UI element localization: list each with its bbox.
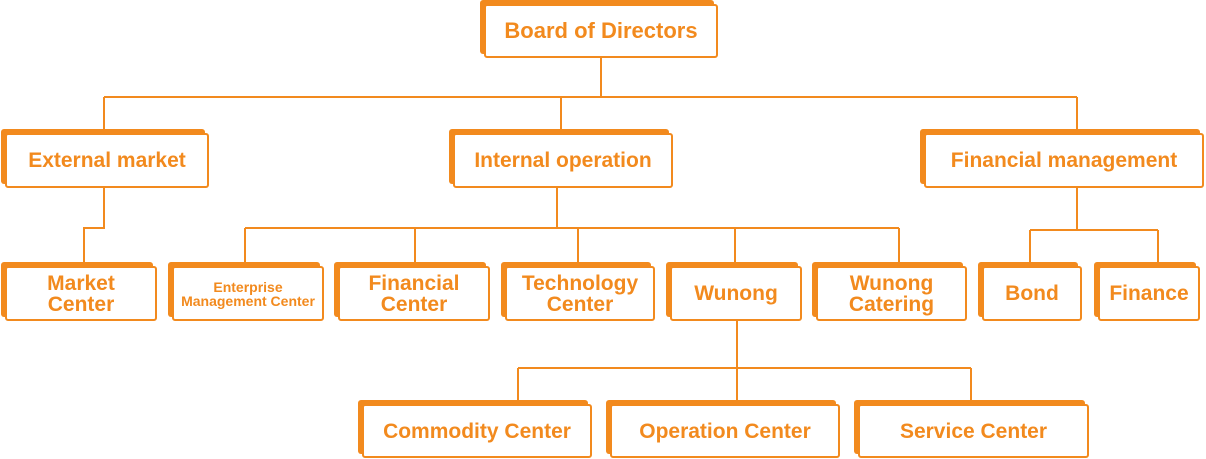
node-wunong-catering: Wunong Catering [816,266,967,321]
connector-external [83,188,105,266]
node-board-of-directors: Board of Directors [484,4,718,58]
node-label: Finance [1109,282,1189,305]
node-label: Bond [1005,282,1059,305]
node-label: Wunong [694,282,778,305]
node-technology-center: Technology Center [505,266,655,321]
node-label: Financial Center [368,271,460,316]
node-enterprise-management-center: Enterprise Management Center [172,266,324,321]
node-label: Technology Center [521,271,639,316]
node-label: Operation Center [639,419,811,443]
node-label: Service Center [899,419,1048,443]
connector-internal [244,188,900,266]
node-external-market: External market [5,133,209,188]
node-label: Market Center [47,271,115,316]
connector-wunong [517,321,972,404]
node-market-center: Market Center [5,266,157,321]
node-label: External market [28,149,186,172]
node-service-center: Service Center [858,404,1089,458]
node-label: Board of Directors [504,18,698,43]
node-label: Internal operation [474,149,652,172]
node-financial-management: Financial management [924,133,1204,188]
connector-financial [1029,188,1159,266]
node-label: Wunong Catering [848,271,935,316]
connector-board [103,58,1078,133]
node-label: Financial management [950,149,1178,172]
node-label: Enterprise Management Center [181,278,315,309]
node-bond: Bond [982,266,1082,321]
node-internal-operation: Internal operation [453,133,673,188]
node-label: Commodity Center [383,419,571,443]
node-commodity-center: Commodity Center [362,404,592,458]
node-operation-center: Operation Center [610,404,840,458]
node-wunong: Wunong [670,266,802,321]
node-financial-center: Financial Center [338,266,490,321]
node-finance: Finance [1098,266,1200,321]
